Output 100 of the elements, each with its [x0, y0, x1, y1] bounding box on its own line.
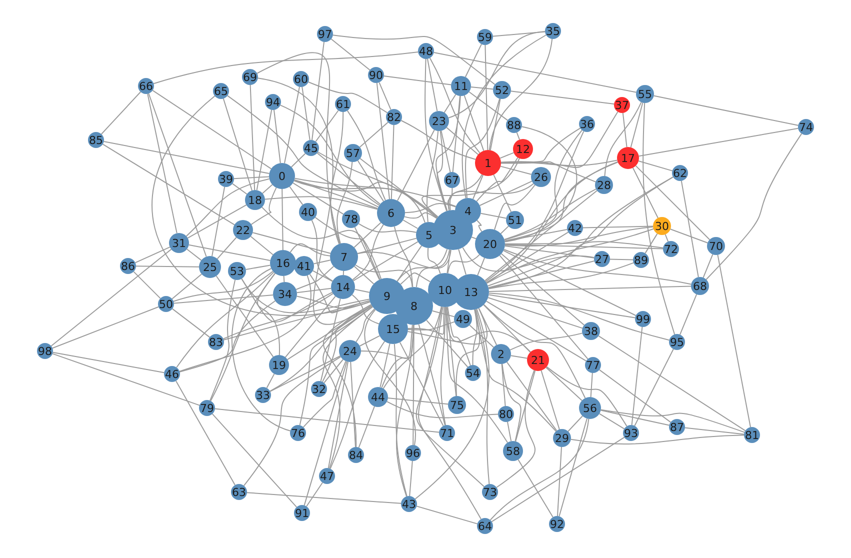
network-node [377, 199, 405, 227]
edge-line [316, 152, 381, 205]
edge-line [290, 243, 330, 256]
edge-line [176, 380, 236, 486]
node-number: 52 [495, 84, 509, 96]
edge-line [400, 120, 476, 160]
edge-line [429, 58, 480, 154]
edge-line [232, 268, 291, 432]
node-number: 89 [634, 254, 648, 266]
network-node [553, 429, 571, 447]
edge-line [490, 418, 590, 520]
edge-line [468, 91, 508, 121]
edge-line [394, 226, 414, 288]
edge-line [376, 82, 390, 200]
edge-line [610, 258, 634, 260]
edge-line [346, 110, 386, 201]
node-number: 22 [236, 224, 250, 236]
edge-line [284, 86, 300, 164]
edge-line [416, 248, 448, 288]
edge-line [283, 276, 285, 282]
node-number: 57 [346, 148, 360, 158]
edge-line [103, 141, 270, 174]
edge-line [364, 309, 416, 446]
edge-line [504, 246, 595, 258]
edge-line [475, 308, 490, 484]
edge-line [680, 180, 699, 278]
edge-line [102, 144, 235, 226]
edge-line [447, 254, 480, 274]
edge-line [330, 340, 386, 470]
node-number: 40 [301, 206, 315, 218]
edge-line [664, 234, 669, 242]
edge-line [359, 122, 388, 148]
edge-line [350, 362, 356, 448]
edge-line [680, 294, 698, 336]
edge-line [222, 98, 252, 191]
edge-line [311, 220, 334, 282]
edge-line [404, 203, 456, 214]
edge-line [408, 321, 455, 330]
network-node [448, 396, 466, 414]
edge-line [152, 90, 272, 170]
edge-line [322, 306, 373, 469]
edge-line [684, 427, 744, 435]
network-node [429, 111, 449, 131]
edge-line [256, 109, 272, 191]
network-node [617, 147, 639, 169]
edge-line [234, 176, 270, 180]
edge-line [274, 109, 281, 164]
node-number: 92 [550, 518, 564, 530]
edge-line [448, 31, 546, 118]
edge-line [216, 276, 274, 358]
edge-line [504, 162, 618, 242]
network-node [506, 211, 524, 229]
node-number: 17 [621, 152, 635, 164]
node-number: 5 [426, 230, 432, 240]
edge-line [312, 41, 324, 141]
node-number: 88 [507, 120, 521, 130]
edge-line [187, 204, 247, 239]
node-number: 70 [709, 240, 723, 252]
node-number: 80 [499, 408, 513, 420]
edge-line [486, 228, 654, 284]
edge-line [485, 130, 584, 282]
network-node [416, 222, 442, 248]
edge-line [390, 124, 394, 200]
edge-line [464, 94, 484, 152]
edge-line [476, 220, 482, 232]
edge-line [320, 298, 341, 382]
edge-line [402, 220, 418, 229]
edge-line [133, 271, 161, 299]
edge-line [381, 324, 414, 388]
edge-line [427, 58, 438, 112]
edge-line [516, 132, 520, 140]
node-number: 34 [278, 288, 292, 300]
node-number: 71 [440, 428, 454, 438]
edge-line [261, 206, 382, 280]
node-number: 86 [121, 260, 135, 272]
edge-line [342, 270, 344, 276]
edge-line [440, 130, 451, 173]
node-number: 55 [638, 88, 652, 100]
node-number: 3 [450, 224, 456, 236]
node-number: 37 [615, 100, 629, 110]
node-number: 65 [214, 86, 228, 96]
edge-line [488, 260, 595, 288]
network-node [491, 344, 511, 364]
network-node [344, 144, 362, 162]
edge-line [394, 343, 408, 497]
edge-line [494, 184, 536, 230]
node-number: 4 [464, 206, 472, 216]
edge-line [378, 82, 392, 110]
edge-line [172, 308, 210, 338]
edge-line [324, 359, 344, 384]
node-number: 84 [349, 450, 363, 460]
edge-line [492, 31, 546, 37]
node-number: 72 [664, 244, 678, 254]
edge-line [504, 226, 654, 246]
edge-line [426, 320, 468, 368]
edge-line [642, 102, 676, 335]
node-number: 58 [506, 446, 520, 456]
edge-line [358, 223, 417, 233]
edge-line [449, 174, 482, 211]
node-number: 73 [483, 486, 497, 498]
